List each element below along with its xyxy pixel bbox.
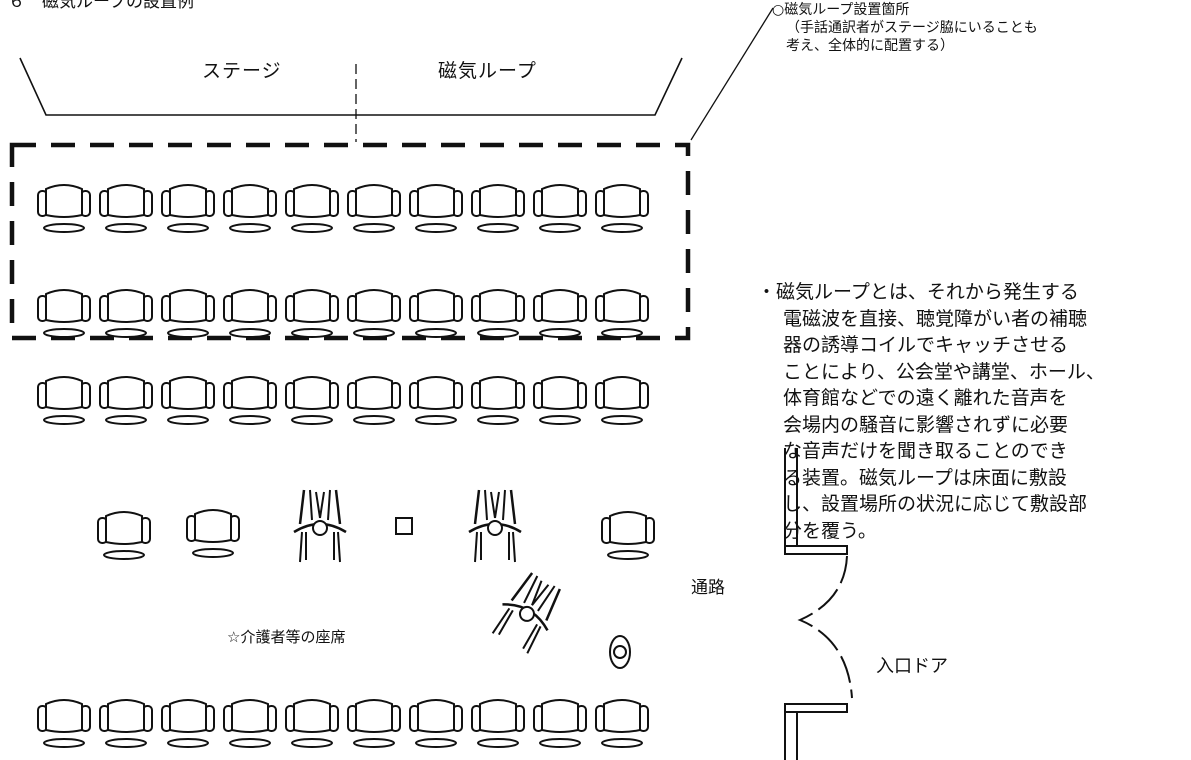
- loop-location-note-line: 考え、全体的に配置する）: [786, 38, 954, 54]
- entrance-door: [784, 448, 853, 760]
- aisle-label: 通路: [691, 578, 725, 598]
- wheelchair: [292, 488, 348, 564]
- accessible-seating-area: [97, 488, 655, 669]
- stage-label: ステージ: [202, 60, 282, 82]
- person-icon: [609, 635, 631, 669]
- diagram-title: ６ 磁気ループの設置例: [8, 0, 194, 12]
- stage-outline: [19, 57, 683, 142]
- companion-chair: [601, 511, 655, 560]
- description-line: 体育館などでの遠く離れた音声を: [783, 387, 1068, 409]
- loop-location-note-line: （手話通訳者がステージ脇にいることも: [786, 20, 1038, 36]
- small-table: [395, 517, 413, 535]
- description-line: 会場内の騒音に影響されずに必要: [783, 413, 1069, 436]
- seat-row-2: [37, 289, 649, 338]
- companion-chair: [186, 509, 240, 558]
- seat-row-4: [37, 699, 649, 748]
- description-line: る装置。磁気ループは床面に敷設: [783, 466, 1067, 489]
- magnetic-loop-label: 磁気ループ: [438, 60, 537, 82]
- description-line: し、設置場所の状況に応じて敷設部: [783, 493, 1088, 515]
- wheelchair: [467, 488, 523, 564]
- seat-row-1: [37, 184, 649, 233]
- description-line: ことにより、公会堂や講堂、ホール、: [783, 360, 1105, 383]
- description-line: ・磁気ループとは、それから発生する: [757, 281, 1079, 303]
- note-leader-line: [690, 7, 774, 141]
- magnetic-loop-area: [9, 142, 691, 341]
- description-line: な音声だけを聞き取ることのでき: [783, 440, 1068, 462]
- description-line: 電磁波を直接、聴覚障がい者の補聴: [783, 307, 1088, 330]
- entrance-door-label: 入口ドア: [876, 656, 948, 677]
- magnetic-loop-description: ・磁気ループとは、それから発生する 電磁波を直接、聴覚障がい者の補聴 器の誘導コ…: [757, 279, 1177, 544]
- description-line: 器の誘導コイルでキャッチさせる: [783, 334, 1069, 356]
- companion-seats-label: ☆介護者等の座席: [227, 628, 346, 646]
- seat-row-3: [37, 376, 649, 425]
- loop-location-note-title: ○磁気ループ設置箇所: [772, 2, 910, 18]
- companion-chair: [97, 511, 151, 560]
- wheelchair: [486, 566, 570, 658]
- description-line: 分を覆う。: [783, 519, 877, 542]
